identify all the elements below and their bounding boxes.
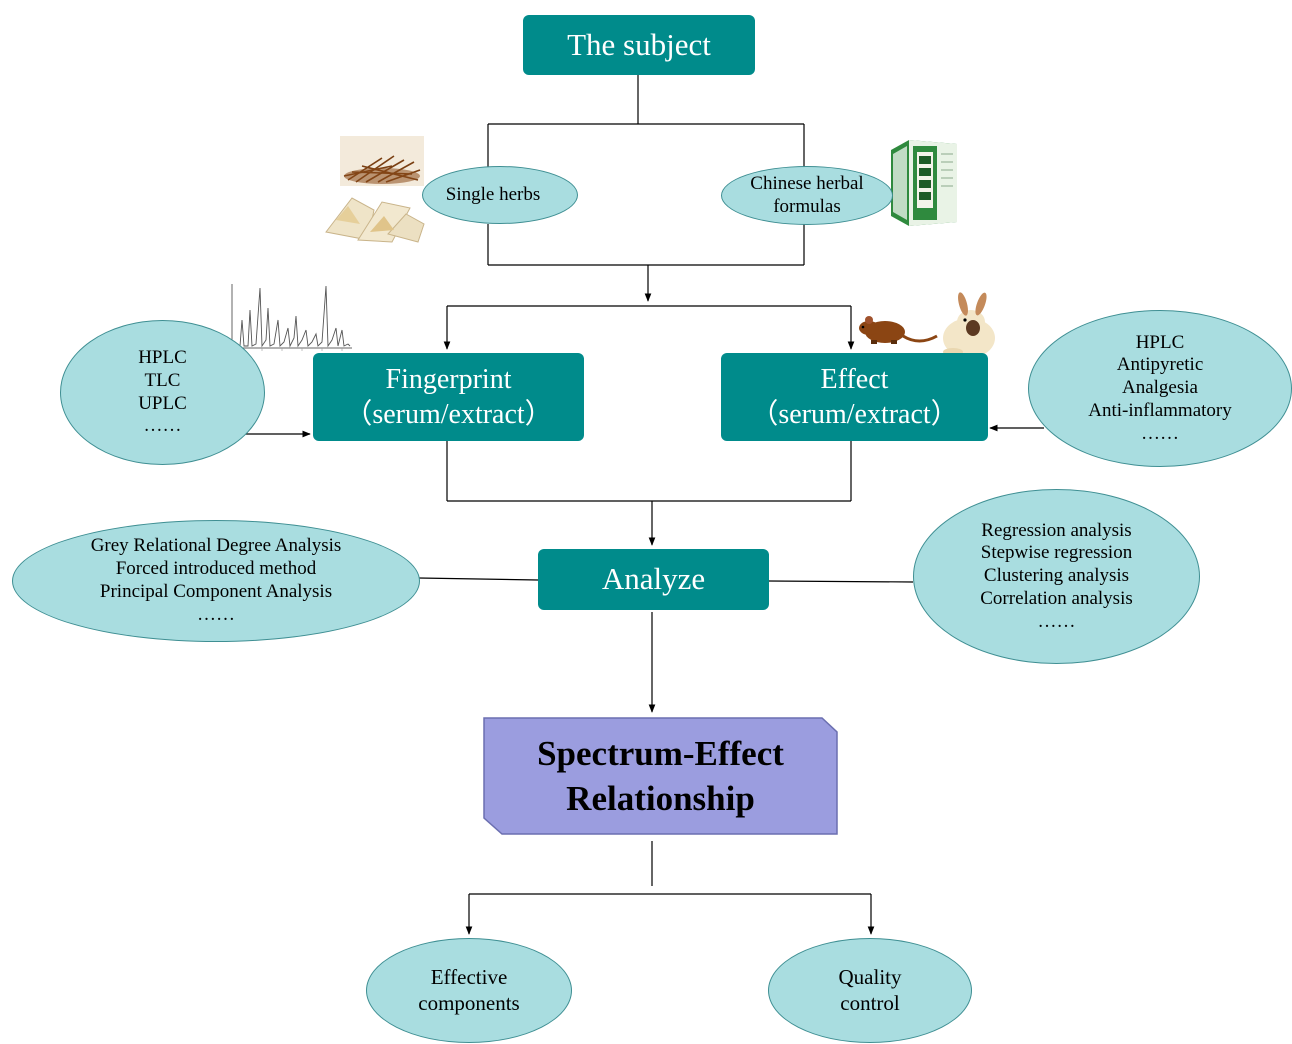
fingerprint-methods-oval: HPLC TLC UPLC …… xyxy=(60,320,265,465)
analyze-left-line xyxy=(418,577,539,581)
subject-label: The subject xyxy=(567,26,711,62)
effect-method-analgesia: Analgesia xyxy=(1122,377,1198,399)
quality-control-oval: Quality control xyxy=(768,938,972,1043)
herbal-formula-package xyxy=(891,140,957,226)
quality-control-line-1: Quality xyxy=(838,965,902,990)
single-herbs-label: Single herbs xyxy=(445,183,541,205)
central-relationship-box: Spectrum-Effect Relationship xyxy=(484,718,837,834)
formulas-line-1: Chinese herbal xyxy=(750,172,864,194)
effect-subtitle: （serum/extract） xyxy=(750,399,959,430)
analysis-left-oval: Grey Relational Degree Analysis Forced i… xyxy=(12,520,420,642)
effect-method-hplc: HPLC xyxy=(1135,331,1185,353)
central-title-line-1: Spectrum-Effect xyxy=(537,733,784,773)
method-hplc: HPLC xyxy=(138,346,187,368)
effective-components-line-2: components xyxy=(418,990,520,1015)
method-uplc: UPLC xyxy=(138,392,187,414)
formulas-oval: Chinese herbal formulas xyxy=(721,166,893,225)
fingerprint-node: Fingerprint （serum/extract） xyxy=(313,353,584,441)
fingerprint-subtitle: （serum/extract） xyxy=(344,399,553,430)
effect-methods-oval: HPLC Antipyretic Analgesia Anti-inflamma… xyxy=(1028,310,1292,467)
effective-components-oval: Effective components xyxy=(366,938,572,1043)
effective-components-line-1: Effective xyxy=(430,965,508,990)
quality-control-line-2: control xyxy=(840,990,900,1015)
clustering-analysis: Clustering analysis xyxy=(983,565,1130,587)
effect-method-anti-inflammatory: Anti-inflammatory xyxy=(1088,399,1232,421)
analysis-right-oval: Regression analysis Stepwise regression … xyxy=(913,489,1200,664)
analyze-right-line xyxy=(768,580,914,583)
method-tlc: TLC xyxy=(144,369,181,391)
correlation-analysis: Correlation analysis xyxy=(980,587,1133,609)
analyze-node: Analyze xyxy=(538,549,769,610)
method-ellipsis: …… xyxy=(143,415,182,437)
effect-method-antipyretic: Antipyretic xyxy=(1116,354,1204,376)
forced-introduced-method: Forced introduced method xyxy=(115,558,317,580)
subject-node: The subject xyxy=(523,15,755,75)
grey-relational-analysis: Grey Relational Degree Analysis xyxy=(90,535,342,557)
analyze-label: Analyze xyxy=(601,561,706,597)
analysis-right-ellipsis: …… xyxy=(1037,610,1076,632)
effect-title: Effect xyxy=(820,364,889,395)
principal-component-analysis: Principal Component Analysis xyxy=(99,581,333,602)
analysis-left-ellipsis: …… xyxy=(197,603,235,625)
herb-photos xyxy=(325,136,425,243)
fingerprint-title: Fingerprint xyxy=(385,364,512,395)
effect-node: Effect （serum/extract） xyxy=(721,353,988,441)
chromatogram-image xyxy=(222,280,356,356)
central-box-shape xyxy=(483,717,838,835)
central-title-line-2: Relationship xyxy=(566,779,755,818)
single-herbs-oval: Single herbs xyxy=(422,166,578,224)
lab-animals-rat-rabbit xyxy=(859,292,995,358)
effect-method-ellipsis: …… xyxy=(1141,422,1179,444)
regression-analysis: Regression analysis xyxy=(981,519,1132,541)
stepwise-regression: Stepwise regression xyxy=(980,542,1133,564)
formulas-line-2: formulas xyxy=(773,195,841,217)
